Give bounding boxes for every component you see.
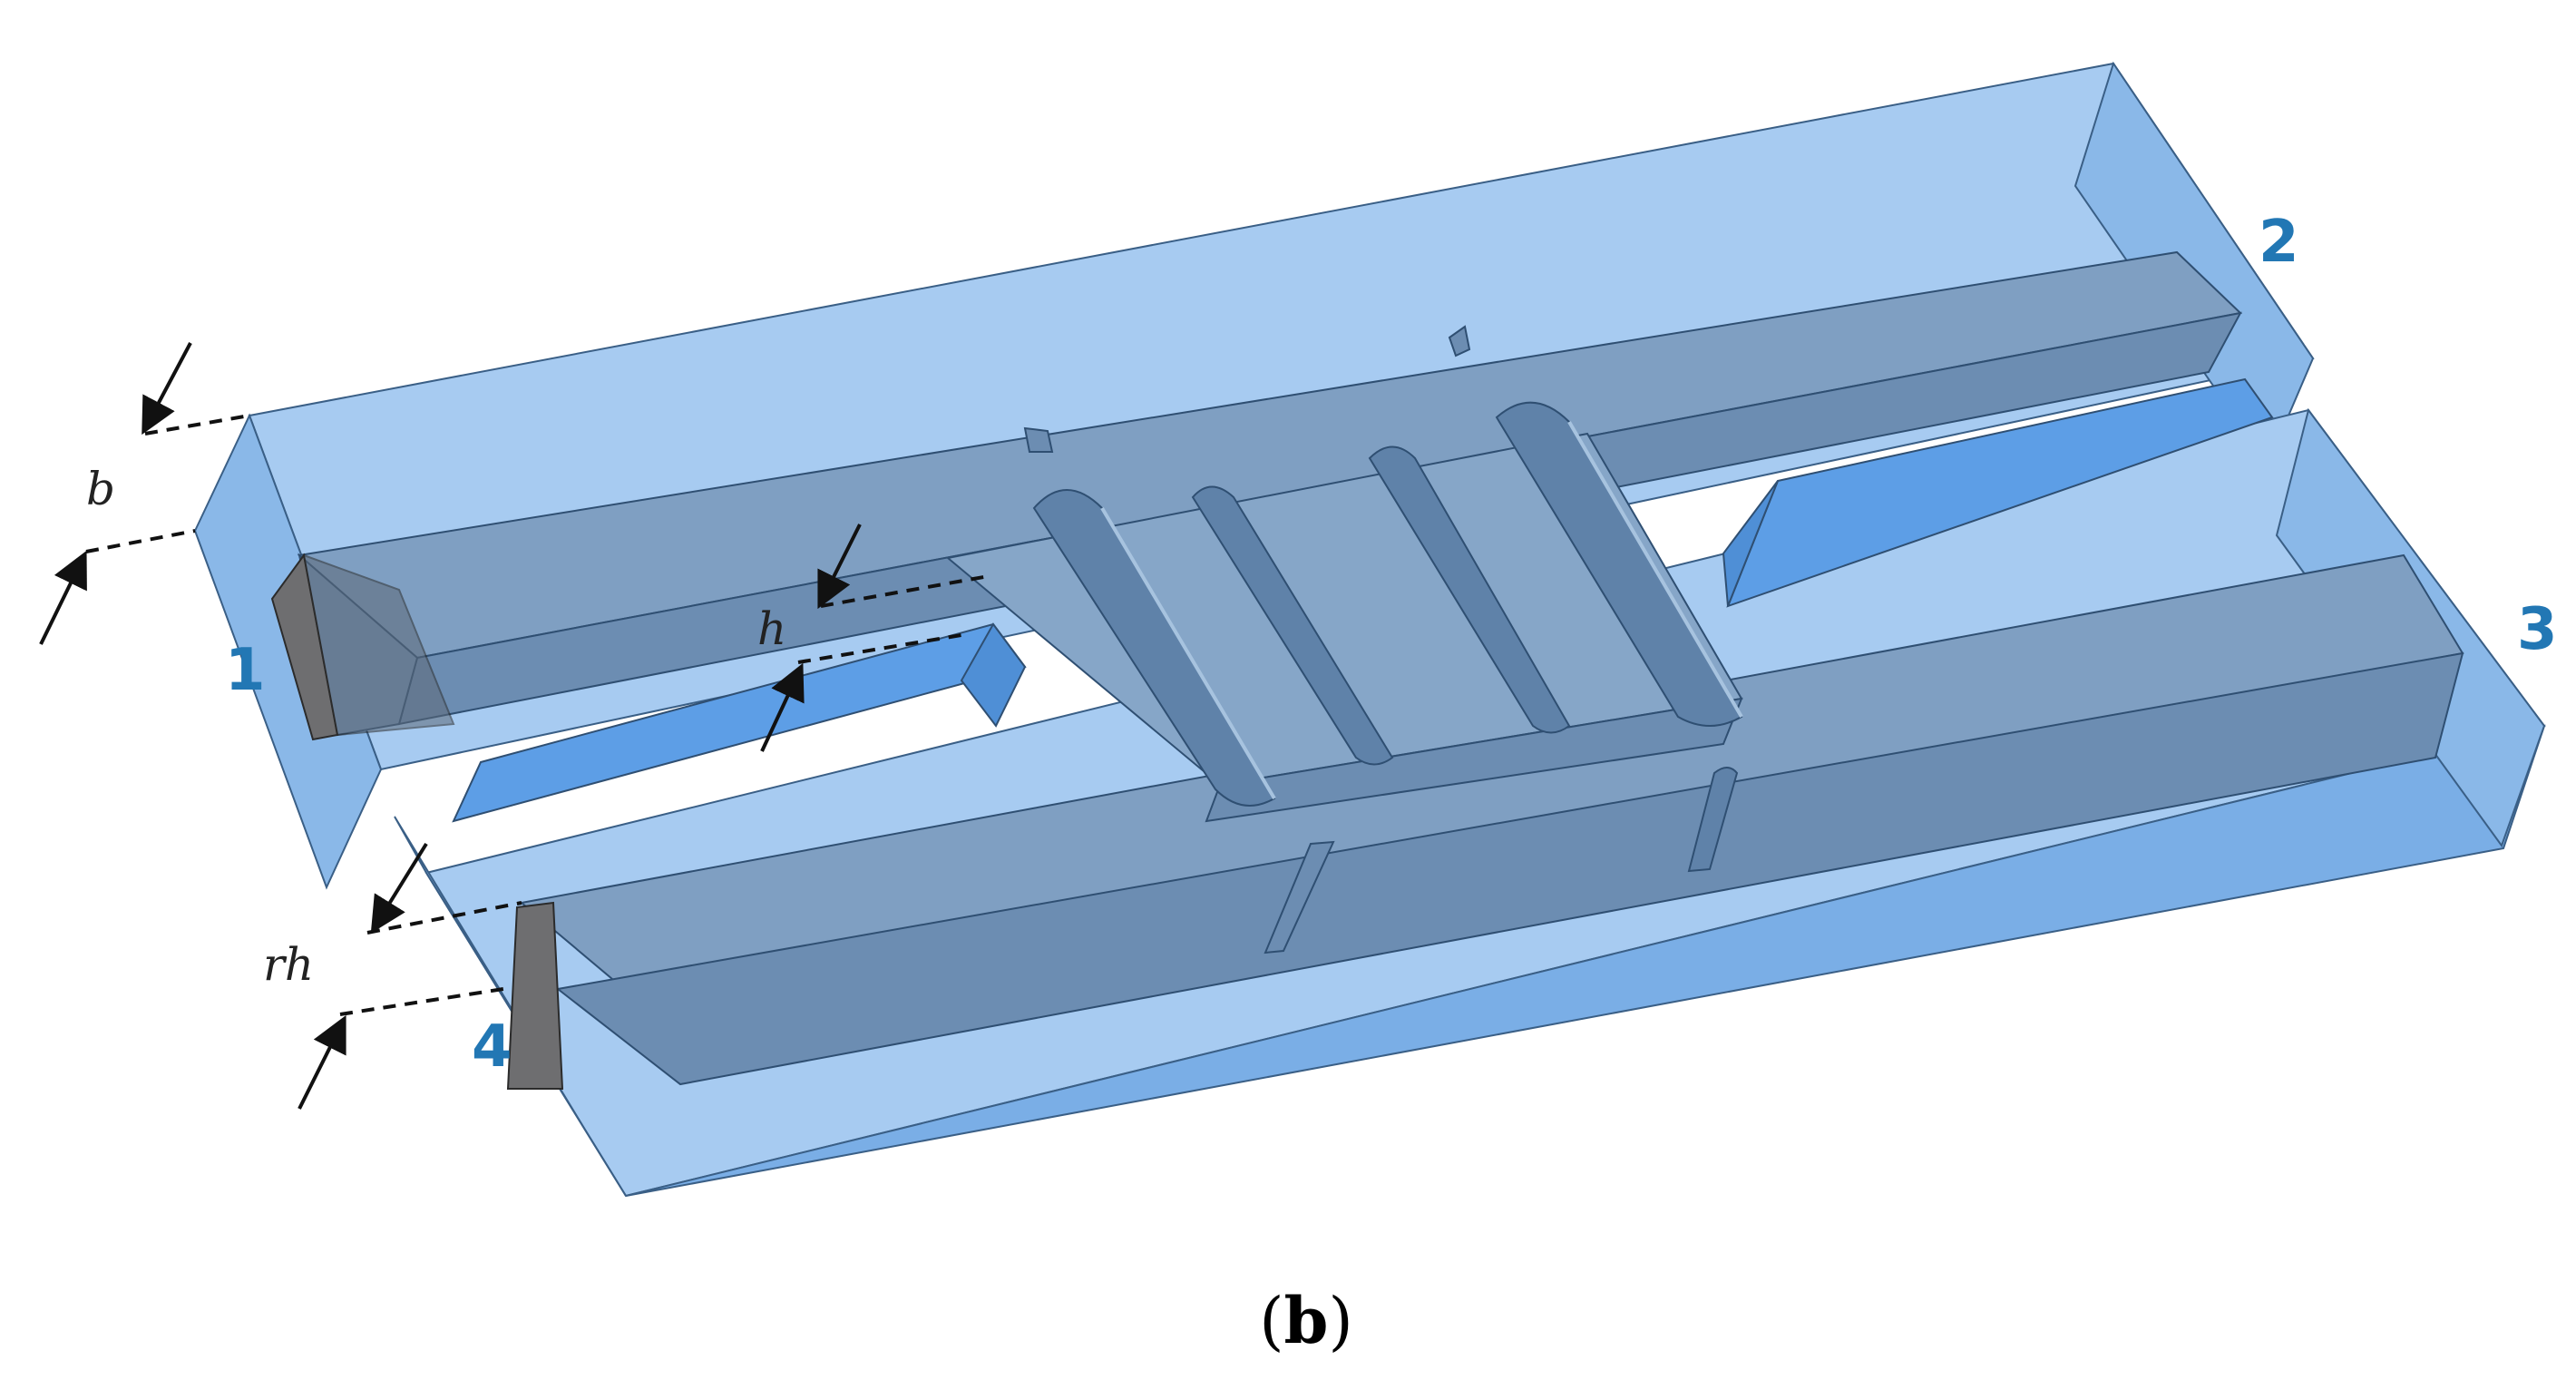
dimension-label-b: b [86,463,115,515]
slot-upper-notch [1023,325,1471,453]
slot-1 [1032,489,1276,807]
slot-3 [1368,445,1571,734]
port-face-1 [270,553,455,741]
recess-right [1722,377,2274,608]
slot-lower-notch [1264,767,1739,954]
port-face-4 [506,901,564,1090]
caption-close: ) [1328,1284,1352,1358]
coupling-region [945,325,1743,954]
port-label-1: 1 [225,637,266,704]
dimension-rh: rh [263,842,522,1110]
slot-2 [1191,485,1394,766]
dimension-label-rh: rh [263,938,314,991]
slot-4 [1495,401,1743,727]
port-label-4: 4 [472,1013,512,1081]
dimension-b: b [39,342,250,645]
figure-caption: (b) [1259,1283,1353,1358]
caption-letter: b [1284,1283,1329,1358]
recess-left [452,622,1027,823]
dimension-h: h [757,524,990,752]
caption-open: ( [1259,1284,1283,1358]
port-label-3: 3 [2517,596,2558,663]
port-label-2: 2 [2259,209,2299,276]
dimension-label-h: h [757,602,786,655]
